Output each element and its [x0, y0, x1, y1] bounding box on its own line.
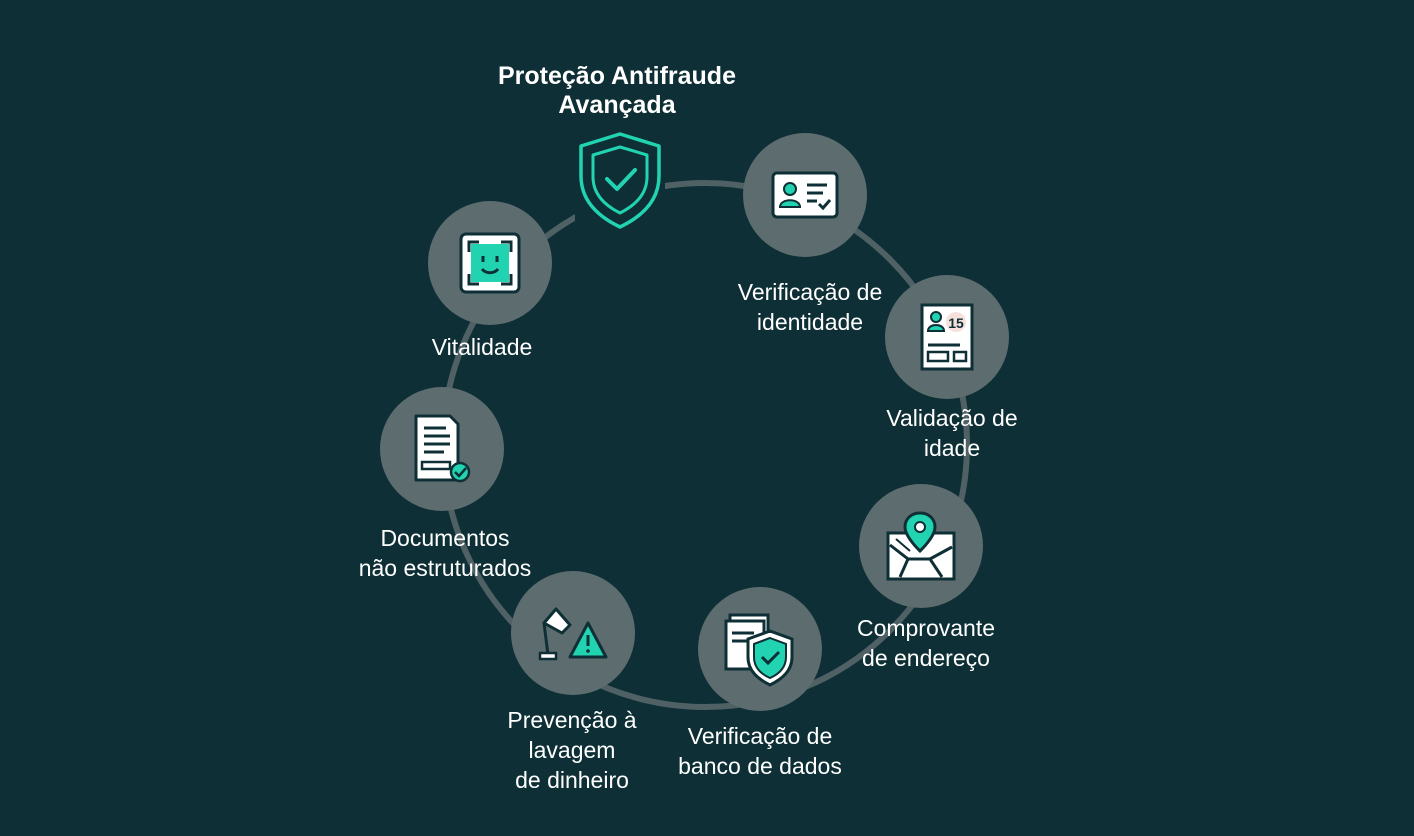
step-liveness-node	[428, 201, 552, 325]
age-document-icon: 15	[920, 303, 974, 371]
step-aml-node	[511, 571, 635, 695]
step-identity-label: Verificação de identidade	[737, 279, 883, 335]
document-check-icon	[414, 414, 471, 483]
step-address-node	[859, 484, 983, 608]
step-age-label: Validação de idade	[886, 405, 1018, 461]
id-card-icon	[771, 171, 839, 219]
age-badge-text: 15	[948, 315, 964, 331]
step-documents-node	[380, 387, 504, 511]
shield-check-icon	[575, 130, 665, 230]
diagram-title: Proteção Antifraude Avançada	[497, 62, 736, 119]
step-liveness-label: Vitalidade	[431, 334, 533, 360]
step-identity-node	[743, 133, 867, 257]
step-database-label: Verificação de banco de dados	[678, 723, 842, 779]
database-shield-icon	[724, 613, 794, 687]
step-age-node: 15	[885, 275, 1009, 399]
lamp-warning-icon	[538, 607, 608, 661]
step-database-node	[698, 587, 822, 711]
step-address-label: Comprovante de endereço	[856, 615, 996, 671]
face-scan-icon	[459, 232, 521, 294]
step-aml-label: Prevenção à lavagem de dinheiro	[507, 707, 637, 793]
step-documents-label: Documentos não estruturados	[358, 525, 532, 581]
map-pin-icon	[886, 511, 956, 581]
